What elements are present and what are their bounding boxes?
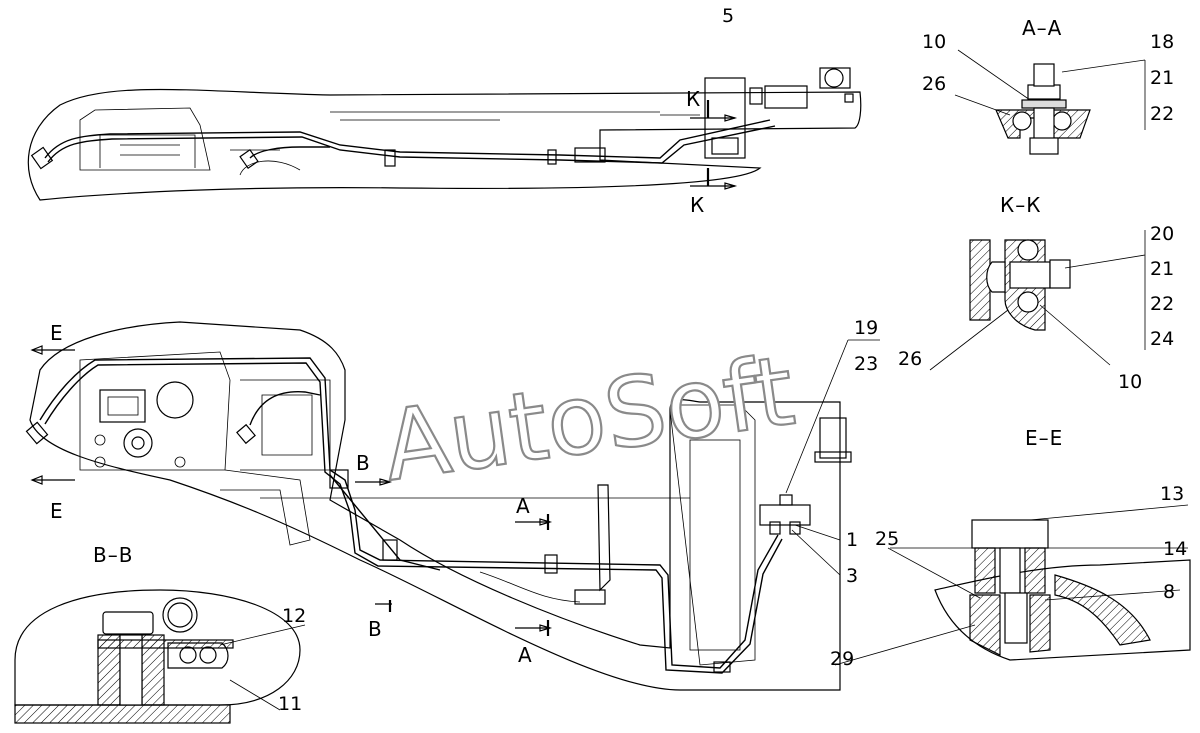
callout-29: 29 [830, 648, 854, 670]
marker-b-top: В [356, 451, 371, 475]
callout-25: 25 [875, 528, 899, 550]
callout-11: 11 [278, 693, 302, 715]
marker-k-bottom: К [690, 193, 705, 217]
section-a-a [954, 49, 1146, 155]
section-e-e [834, 504, 1191, 666]
marker-k-top: К [686, 87, 701, 111]
main-view [25, 321, 880, 691]
callout-13: 13 [1160, 483, 1184, 505]
marker-e-bottom: Е [50, 499, 64, 523]
callout-1: 1 [846, 529, 858, 551]
watermark-text: AutoSoft [377, 335, 801, 503]
top-view [27, 67, 862, 201]
marker-e-top: Е [50, 321, 64, 345]
callout-10a: 10 [922, 31, 946, 53]
section-title-b-b: В–В [93, 543, 133, 567]
callout-10b: 10 [1118, 371, 1142, 393]
callout-22b: 22 [1150, 293, 1174, 315]
callout-22a: 22 [1150, 103, 1174, 125]
callout-24: 24 [1150, 328, 1174, 350]
callout-21b: 21 [1150, 258, 1174, 280]
marker-a-bottom: А [518, 643, 533, 667]
callout-20: 20 [1150, 223, 1174, 245]
section-title-a-a: А–А [1022, 16, 1062, 40]
callout-8: 8 [1163, 581, 1175, 603]
callout-3: 3 [846, 565, 858, 587]
callout-14: 14 [1163, 538, 1187, 560]
section-b-b [14, 589, 306, 724]
callout-26b: 26 [898, 348, 922, 370]
section-title-k-k: К–К [1000, 193, 1041, 217]
marker-a-top: А [516, 494, 531, 518]
callout-26a: 26 [922, 73, 946, 95]
callout-12: 12 [282, 605, 306, 627]
callout-5: 5 [722, 5, 734, 27]
callout-23: 23 [854, 353, 878, 375]
marker-b-bottom: В [368, 617, 383, 641]
callout-19: 19 [854, 317, 878, 339]
callout-18: 18 [1150, 31, 1174, 53]
section-title-e-e: Е–Е [1025, 426, 1063, 450]
section-k-k [929, 230, 1146, 371]
callout-21a: 21 [1150, 67, 1174, 89]
